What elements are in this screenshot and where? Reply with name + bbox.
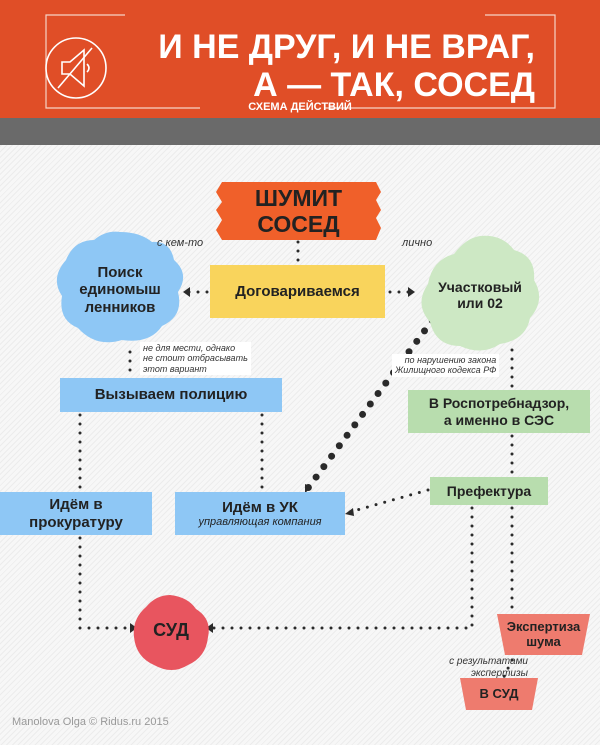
label-not-revenge: не для мести, однако не стоит отбрасыват…	[140, 342, 251, 376]
muted-speaker-icon	[45, 37, 107, 99]
label-housing-code: по нарушению закона Жилищного кодекса РФ	[392, 354, 500, 377]
housing-line2: Жилищного кодекса РФ	[395, 365, 497, 376]
start-blob	[216, 182, 381, 240]
title-line-2: А — ТАК, СОСЕД	[253, 66, 535, 104]
label-personally: лично	[402, 237, 433, 249]
title-line-1: И НЕ ДРУГ, И НЕ ВРАГ,	[158, 28, 535, 66]
start-line1: ШУМИТ	[254, 184, 343, 211]
uk-line2: управляющая компания	[198, 515, 322, 528]
label-with-someone: с кем-то	[157, 237, 204, 249]
node-expertise: Экспертиза шума	[497, 614, 590, 655]
search-blob	[56, 231, 184, 343]
uk-line1: Идём в УК	[222, 498, 298, 516]
footer-credit: Manolova Olga © Ridus.ru 2015	[12, 716, 169, 728]
officer-blob	[421, 235, 540, 351]
officer-line1: Участковый	[438, 278, 522, 295]
node-start: ШУМИТ СОСЕД	[216, 182, 381, 240]
node-ses: В Роспотребнадзор, а именно в СЭС	[408, 390, 590, 433]
node-officer: Участковый или 02	[425, 250, 535, 340]
node-prosecutor: Идём в прокуратуру	[0, 492, 152, 535]
expertise-line2: шума	[526, 633, 561, 649]
search-line3: ленников	[84, 298, 156, 316]
officer-line2: или 02	[457, 295, 503, 311]
node-police: Вызываем полицию	[60, 378, 282, 412]
expertise-line1: Экспертиза	[506, 618, 581, 634]
to-court-shape	[460, 678, 538, 710]
search-line2: единомыш	[79, 281, 161, 299]
results-line1: с результатами	[449, 656, 528, 667]
subtitle: СХЕМА ДЕЙСТВИЙ	[248, 101, 352, 113]
node-court: СУД	[153, 619, 189, 640]
header-band	[0, 118, 600, 145]
prosecutor-line2: прокуратуру	[29, 513, 123, 531]
start-line2: СОСЕД	[257, 211, 340, 237]
search-line1: Поиск	[97, 264, 143, 282]
node-agree: Договариваемся	[210, 265, 385, 318]
ses-line2: а именно в СЭС	[443, 411, 555, 428]
expertise-shape	[497, 614, 590, 655]
node-uk: Идём в УК управляющая компания	[175, 492, 345, 535]
node-search: Поиск единомыш ленников	[60, 240, 180, 340]
note-line2: не стоит отбрасывать	[143, 353, 248, 364]
note-line1: не для мести, однако	[143, 343, 236, 353]
header	[0, 0, 600, 118]
ses-line1: В Роспотребнадзор,	[428, 395, 570, 412]
results-line2: экспертизы	[470, 667, 528, 679]
label-with-results: с результатами экспертизы	[440, 656, 528, 679]
note-line3: этот вариант	[143, 363, 207, 374]
housing-line1: по нарушению закона	[404, 355, 497, 365]
node-prefecture: Префектура	[430, 477, 548, 505]
court-blob	[133, 595, 209, 670]
prosecutor-line1: Идём в	[49, 496, 103, 514]
node-to-court: В СУД	[479, 685, 519, 701]
